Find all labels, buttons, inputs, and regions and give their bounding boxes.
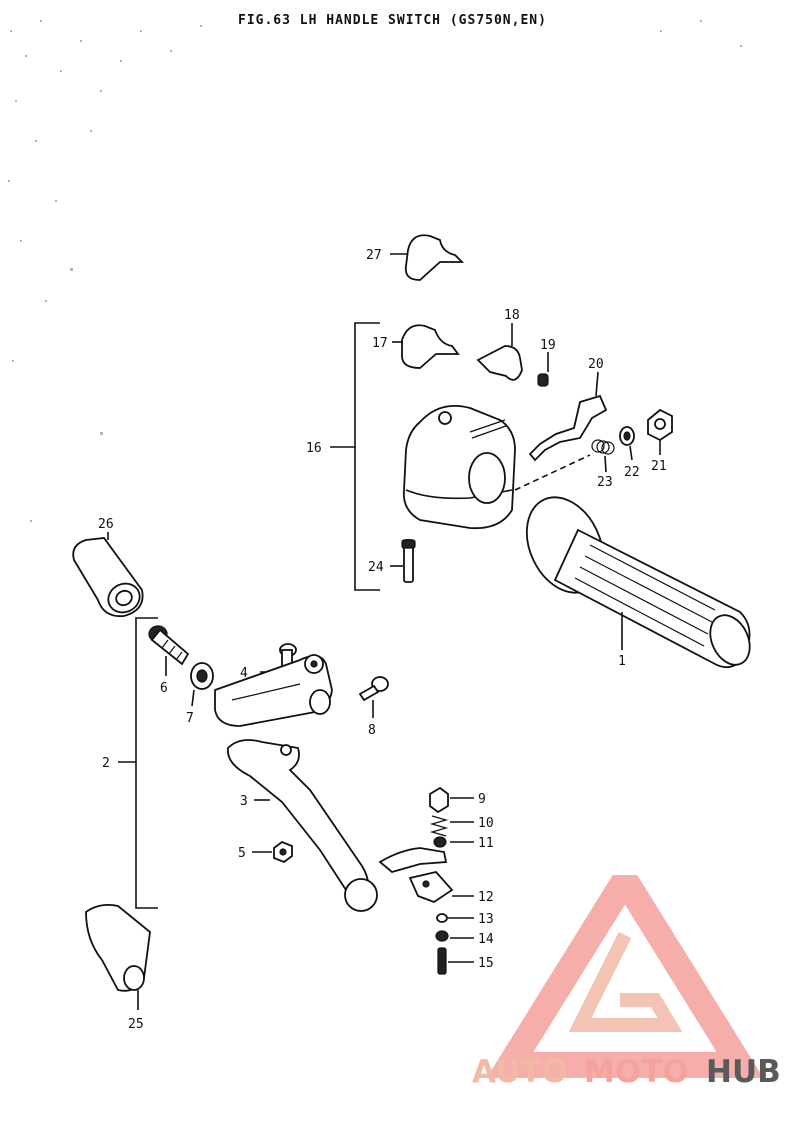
part-14-lock-washer [435, 930, 474, 942]
callout-27: 27 [366, 248, 382, 263]
part-5-nut [252, 840, 293, 864]
part-26-dust-boot [72, 532, 144, 618]
part-3-clutch-lever [227, 739, 378, 912]
part-24-long-screw [390, 539, 416, 583]
callout-22: 22 [624, 465, 640, 480]
callout-7: 7 [186, 711, 194, 726]
part-15-screw [437, 947, 474, 975]
part-27-clamp-upper [390, 234, 465, 281]
scan-noise [8, 20, 742, 522]
part-19-screw [537, 352, 549, 387]
callout-10: 10 [478, 816, 494, 831]
callout-19: 19 [540, 338, 556, 353]
logo-text-auto: AUTO [472, 1054, 568, 1085]
part-9-cap [429, 786, 474, 814]
figure-title: FIG.63 LH HANDLE SWITCH (GS750N,EN) [238, 13, 547, 28]
part-1-handle-grip [525, 496, 751, 669]
bracket-16 [354, 322, 380, 591]
part-6-bolt [148, 625, 190, 676]
callout-1: 1 [618, 654, 626, 669]
logo-text-hub: HUB [706, 1054, 781, 1085]
callout-11: 11 [478, 836, 494, 851]
callout-20: 20 [588, 357, 604, 372]
part-17-clamp [392, 324, 460, 369]
bracket-2 [135, 617, 158, 909]
callout-25: 25 [128, 1017, 144, 1032]
callout-6: 6 [160, 681, 168, 696]
part-8-screw [358, 676, 389, 718]
callout-16: 16 [306, 441, 322, 456]
callout-14: 14 [478, 932, 494, 947]
callout-4: 4 [240, 666, 248, 681]
part-21-nut [647, 408, 673, 455]
callout-21: 21 [651, 459, 667, 474]
logo-mark [486, 875, 764, 1078]
part-11-nut [433, 836, 474, 848]
callout-12: 12 [478, 890, 494, 905]
callout-23: 23 [597, 475, 613, 490]
part-23-spring [591, 439, 615, 473]
callout-18: 18 [504, 308, 520, 323]
part-22-washer [619, 426, 635, 461]
part-12-switch-block [378, 847, 474, 904]
lever-bracket [214, 654, 333, 727]
part-13-washer [436, 913, 474, 923]
callout-5: 5 [238, 846, 246, 861]
callout-3: 3 [240, 794, 248, 809]
callout-2: 2 [102, 756, 110, 771]
callout-9: 9 [478, 792, 486, 807]
callout-8: 8 [368, 723, 376, 738]
part-20-switch-arm [528, 371, 608, 462]
callout-13: 13 [478, 912, 494, 927]
callout-15: 15 [478, 956, 494, 971]
callout-17: 17 [372, 336, 388, 351]
part-7-bushing [190, 662, 214, 707]
callout-24: 24 [368, 560, 384, 575]
logo-text-moto: MOTO [584, 1054, 689, 1085]
part-10-spring [429, 815, 474, 837]
part-16-switch-housing [402, 404, 516, 530]
automotohub-watermark-logo: AUTO MOTO HUB [472, 875, 781, 1085]
part-18-switch-knob [476, 323, 523, 381]
part-25-lever-cover [85, 903, 151, 1010]
callout-26: 26 [98, 517, 114, 532]
